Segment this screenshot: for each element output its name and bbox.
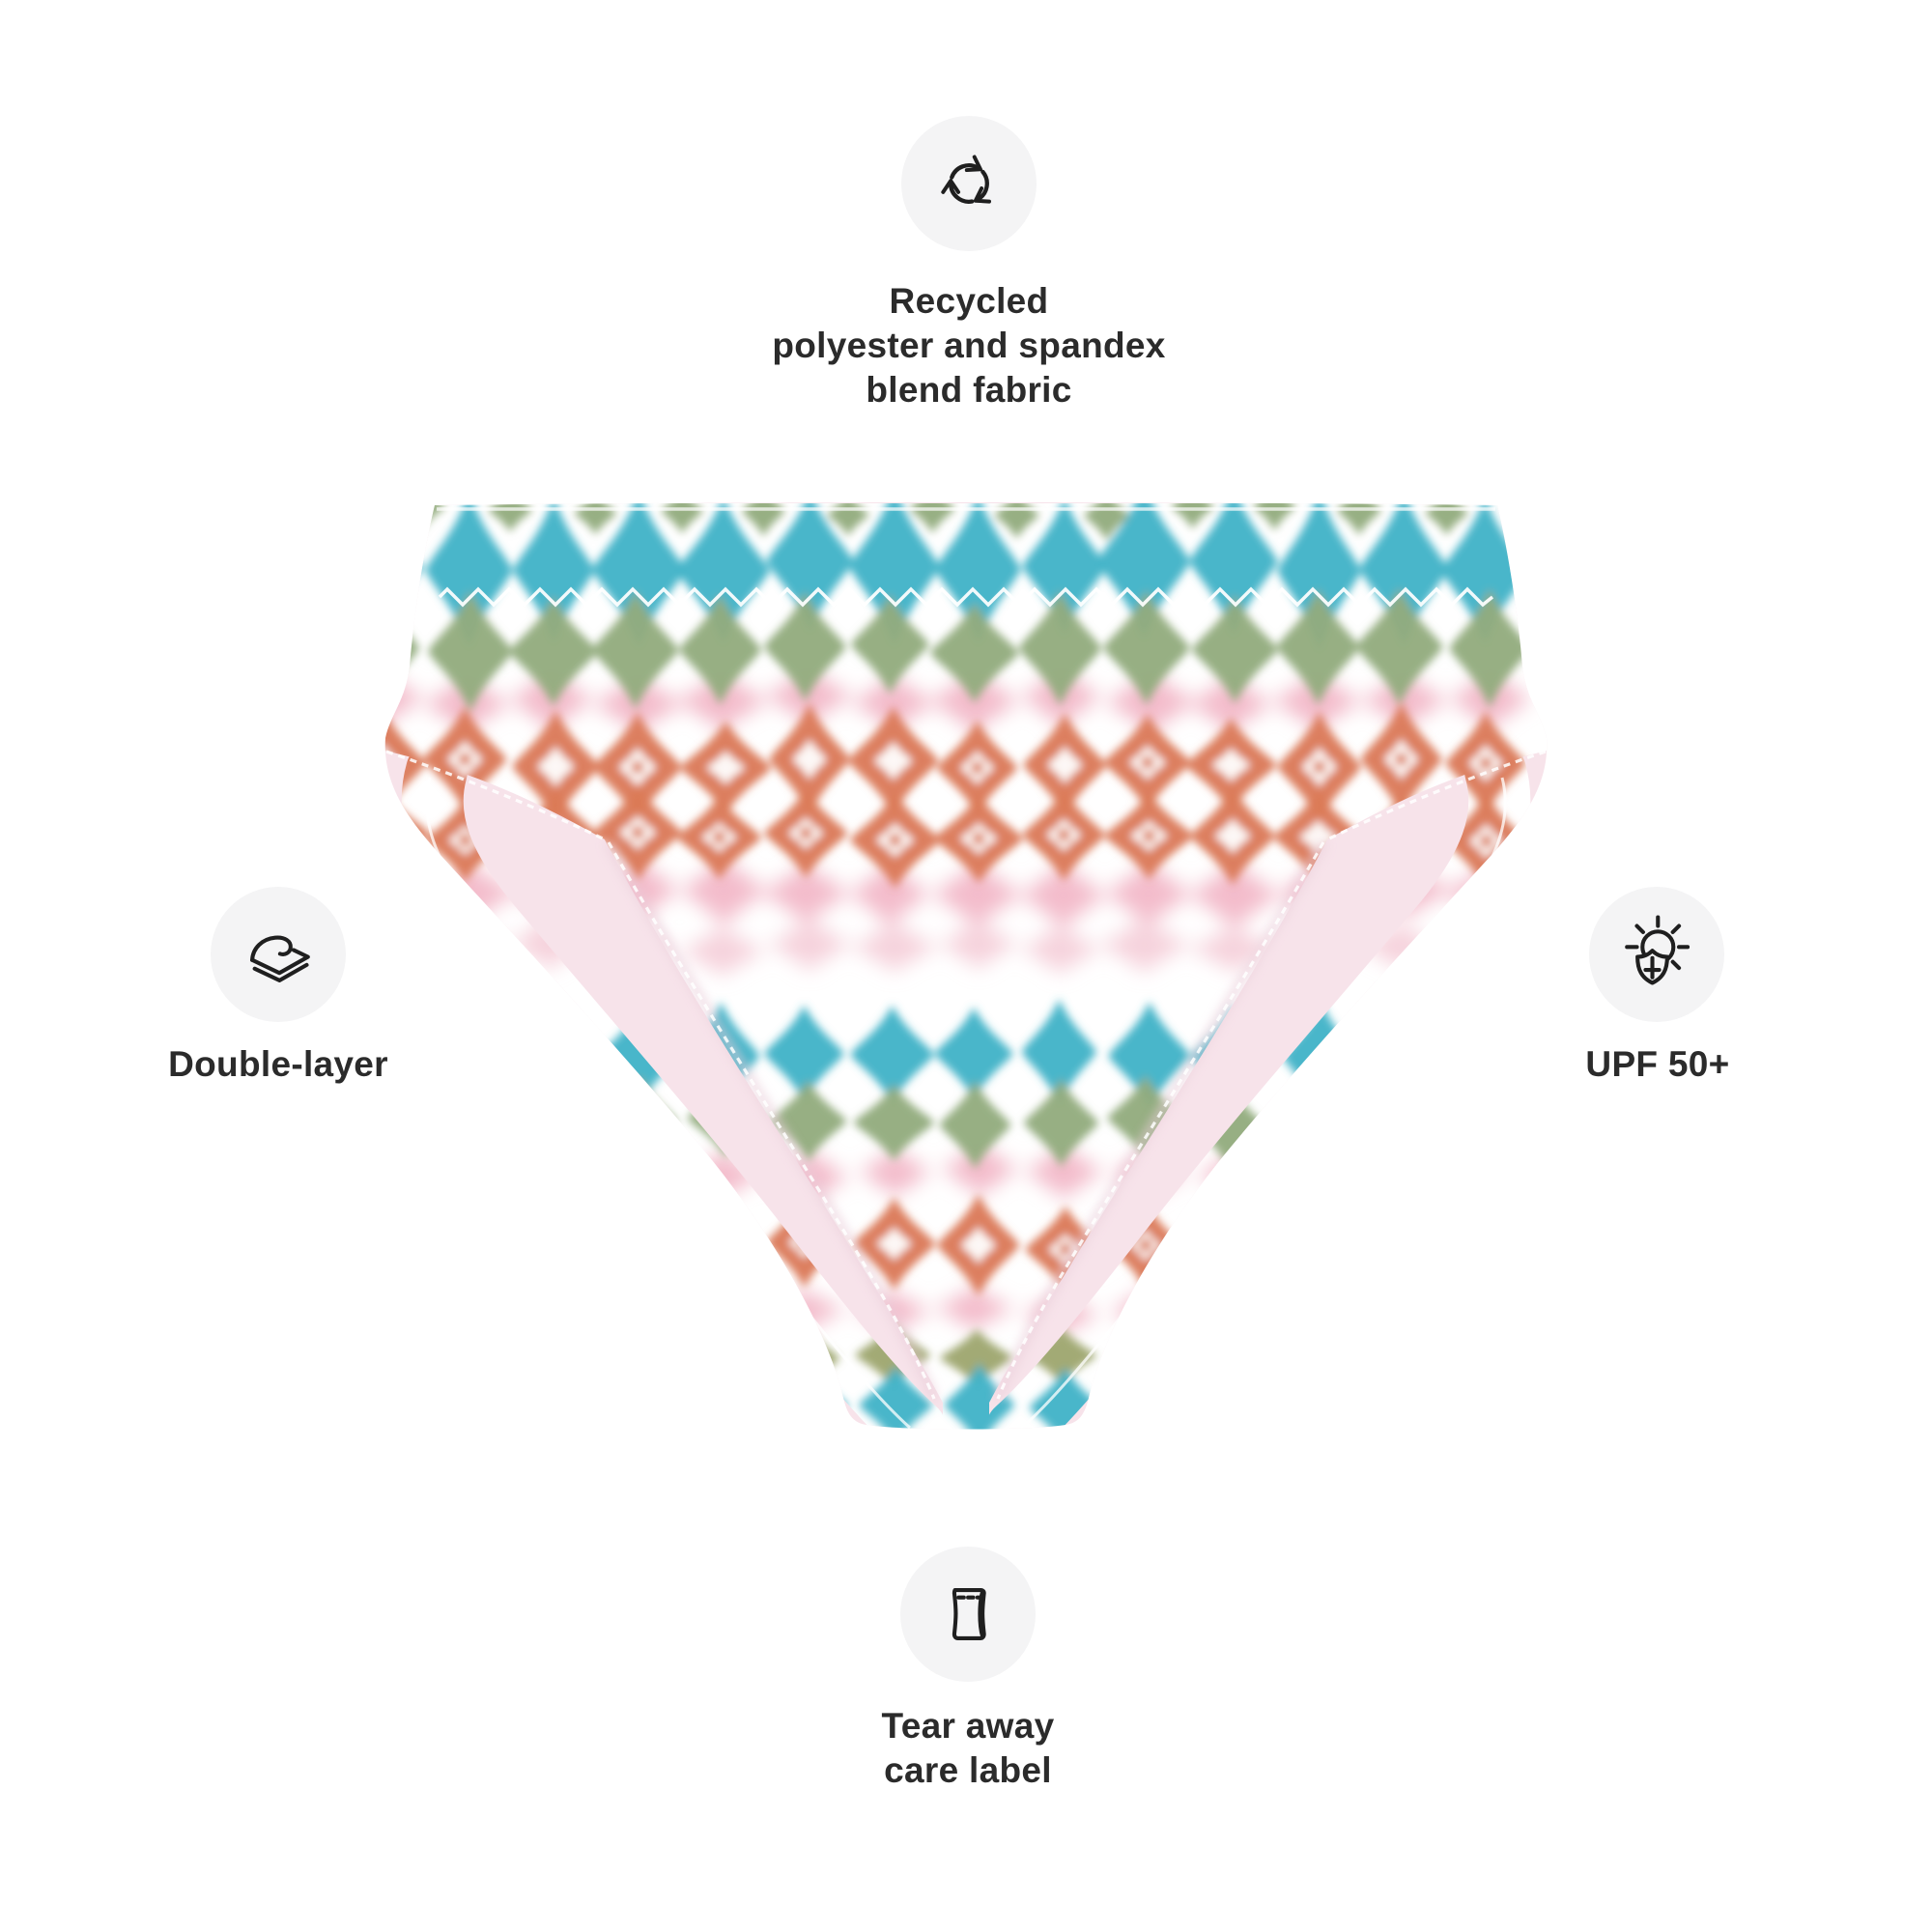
recycled-line-2: polyester and spandex — [772, 326, 1166, 365]
upf-feature-icon-circle — [1589, 887, 1724, 1022]
garment-body — [384, 502, 1548, 1430]
recycled-feature-label: Recycled polyester and spandex blend fab… — [679, 279, 1259, 412]
double-layer-icon — [250, 935, 310, 982]
upf-feature-label: UPF 50+ — [1416, 1042, 1899, 1087]
care-label-feature-icon-circle — [900, 1547, 1036, 1682]
left-panel-seam-stitch — [607, 841, 936, 1400]
care-label-line-2: care label — [884, 1750, 1052, 1790]
double-layer-feature-label: Double-layer — [37, 1042, 520, 1087]
recycled-feature-icon-circle — [901, 116, 1037, 251]
double-layer-feature-icon-circle — [211, 887, 346, 1022]
care-label-line-1: Tear away — [881, 1706, 1055, 1746]
care-label-feature-label: Tear away care label — [678, 1704, 1258, 1793]
recycle-arrows-icon — [941, 155, 992, 204]
waistband-zigzag-stitch — [438, 586, 1494, 608]
right-panel-seam-stitch — [996, 841, 1325, 1400]
right-hip-seam-stitch — [1324, 750, 1547, 842]
care-label-icon — [952, 1587, 986, 1641]
upf-text: UPF 50+ — [1585, 1044, 1730, 1084]
sun-shield-icon — [1625, 915, 1690, 985]
left-hip-seam-stitch — [385, 750, 608, 842]
double-layer-text: Double-layer — [168, 1044, 388, 1084]
recycled-line-1: Recycled — [889, 281, 1049, 321]
recycled-line-3: blend fabric — [866, 370, 1072, 410]
